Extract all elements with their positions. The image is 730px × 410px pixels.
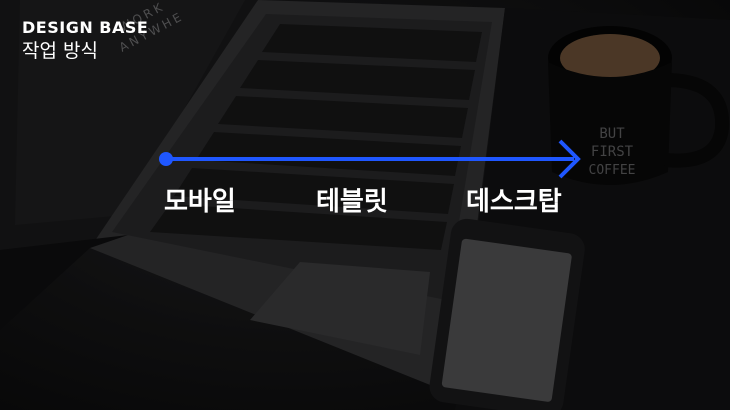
phone (429, 218, 585, 410)
brand-name: DESIGN BASE (22, 18, 149, 37)
stage-label-tablet: 테블릿 (316, 187, 388, 217)
coffee (560, 34, 660, 82)
mug-text-but: BUT (599, 126, 625, 142)
brand-subtitle: 작업 방식 (22, 40, 98, 62)
mug-text-first: FIRST (591, 144, 634, 160)
stage-label-mobile: 모바일 (164, 187, 236, 217)
mug-handle (664, 73, 730, 168)
laptop-trackpad (250, 262, 430, 355)
brand-block: DESIGN BASE 작업 방식 (22, 18, 148, 64)
mug-text-coffee: COFFEE (589, 163, 636, 178)
flow-arrowhead-icon (558, 139, 581, 179)
mug-body (548, 62, 672, 185)
table-edge (0, 235, 128, 330)
laptop-keys (150, 24, 482, 250)
stage-label-desktop: 데스크탑 (466, 187, 562, 217)
laptop-screen-glass (15, 0, 245, 225)
